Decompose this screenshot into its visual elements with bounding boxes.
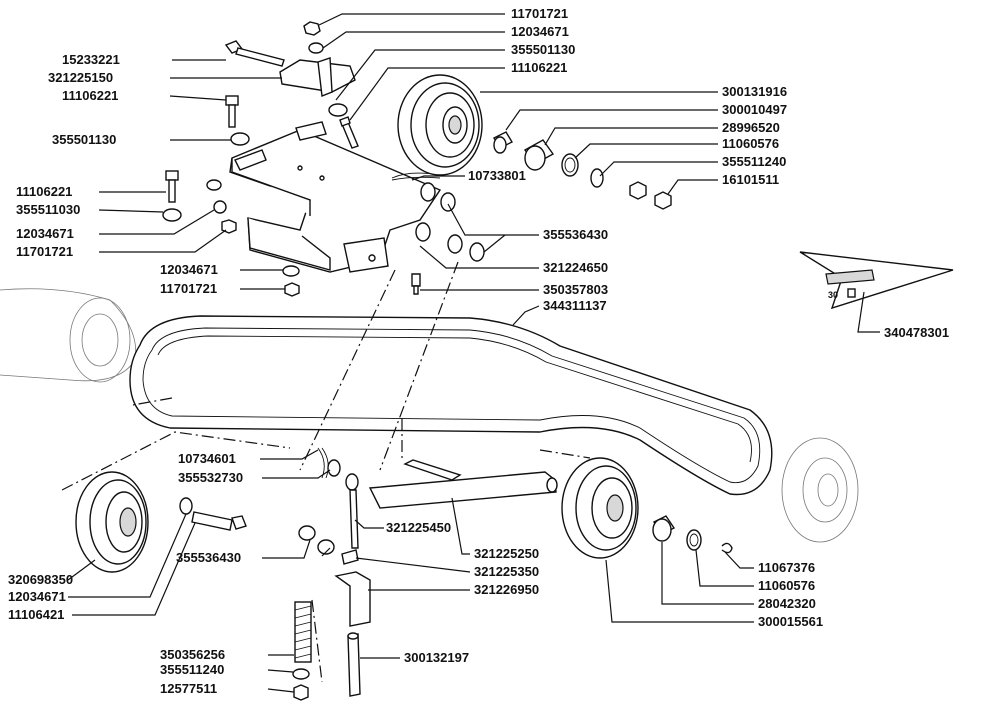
- label-11106221-mid: 11106221: [16, 184, 72, 199]
- label-11060576-low: 11060576: [758, 578, 815, 593]
- label-28042320: 28042320: [758, 596, 816, 611]
- label-12034671-top: 12034671: [511, 24, 569, 39]
- spacer-28042320: [652, 515, 676, 542]
- label-320698350: 320698350: [8, 572, 73, 587]
- label-350356256: 350356256: [160, 647, 225, 662]
- label-12034671-bottom: 12034671: [8, 589, 66, 604]
- tensioner-arm-321225250: [368, 459, 558, 509]
- bolt-11106221-top-right: [339, 116, 359, 149]
- spring-350356256: [294, 601, 312, 663]
- cotter-pin-10734601: [317, 447, 329, 479]
- label-16101511: 16101511: [722, 172, 779, 187]
- bolt-11106221-left: [225, 95, 239, 128]
- label-321224650: 321224650: [543, 260, 608, 275]
- label-355501130-top: 355501130: [511, 42, 575, 57]
- washer-355501130-left: [230, 132, 250, 146]
- washer-12034671-bottom: [179, 497, 193, 515]
- label-28996520: 28996520: [722, 120, 780, 135]
- bolt-15233221: [224, 40, 285, 67]
- background-pulley-right: [781, 437, 859, 543]
- label-11701721-mid: 11701721: [16, 244, 73, 259]
- bracket-321225150: [279, 57, 356, 97]
- label-10734601: 10734601: [178, 451, 236, 466]
- label-321225250: 321225250: [474, 546, 539, 561]
- label-340478301: 340478301: [884, 325, 949, 340]
- washers-355536430-low: [298, 525, 335, 555]
- label-11106221-left: 11106221: [62, 88, 118, 103]
- bolt-11106421: [191, 511, 247, 531]
- part-number-labels: 11701721 12034671 15233221 355501130 111…: [8, 6, 949, 696]
- label-355511240-low: 355511240: [160, 662, 224, 677]
- tool-marker: 30: [799, 251, 954, 310]
- tension-rod-321225450: [345, 473, 359, 549]
- label-300015561: 300015561: [758, 614, 823, 629]
- washer-355511240-low: [292, 668, 310, 680]
- pin-300132197: [347, 632, 361, 697]
- label-11701721-top: 11701721: [511, 6, 568, 21]
- label-344311137: 344311137: [543, 298, 607, 313]
- bushing-300010497: [493, 131, 513, 154]
- label-355511030: 355511030: [16, 202, 80, 217]
- label-11106221-top-right: 11106221: [511, 60, 567, 75]
- belt-344311137: [129, 315, 773, 496]
- label-12034671-low: 12034671: [160, 262, 218, 277]
- pulley-300131916: [397, 74, 483, 176]
- label-12034671-mid: 12034671: [16, 226, 74, 241]
- label-355501130-left: 355501130: [52, 132, 116, 147]
- washer-12034671-top: [308, 42, 324, 54]
- washer-355532730: [327, 459, 341, 477]
- bolt-11106221-mid: [165, 170, 179, 203]
- washer-ring-frame: [206, 179, 222, 191]
- label-300010497: 300010497: [722, 102, 787, 117]
- pulley-320698350: [75, 471, 149, 573]
- circlip-11067376: [721, 542, 733, 554]
- pulley-300015561: [561, 457, 639, 559]
- label-11106421: 11106421: [8, 607, 64, 622]
- label-321225450: 321225450: [386, 520, 451, 535]
- leader-lines: [67, 13, 880, 693]
- assembly-axis-lines: [61, 261, 591, 683]
- washer-12034671-low: [282, 265, 300, 277]
- washer-12034671-mid: [213, 200, 227, 214]
- nuts-16101511: [629, 181, 672, 210]
- background-machine-outline: [0, 288, 137, 383]
- label-350357803: 350357803: [543, 282, 608, 297]
- label-11060576-top: 11060576: [722, 136, 779, 151]
- spacer-28996520: [523, 139, 555, 171]
- grease-fitting-350357803: [411, 273, 421, 295]
- label-10733801: 10733801: [468, 168, 526, 183]
- label-300132197: 300132197: [404, 650, 469, 665]
- label-321225350: 321225350: [474, 564, 539, 579]
- nut-11701721-top: [303, 21, 321, 36]
- nut-11701721-low: [284, 282, 300, 297]
- frame-housing: [229, 121, 442, 273]
- label-300131916: 300131916: [722, 84, 787, 99]
- circlip-11060576-low: [686, 529, 702, 551]
- label-12577511: 12577511: [160, 681, 217, 696]
- washer-set-355536430-top: [415, 182, 485, 262]
- label-355532730: 355532730: [178, 470, 243, 485]
- bracket-321226950: [334, 571, 371, 627]
- nut-12577511: [293, 684, 309, 701]
- pin-321225350: [341, 549, 359, 565]
- label-355511240-top: 355511240: [722, 154, 786, 169]
- label-321225150: 321225150: [48, 70, 113, 85]
- label-11067376: 11067376: [758, 560, 815, 575]
- label-321226950: 321226950: [474, 582, 539, 597]
- label-11701721-low: 11701721: [160, 281, 217, 296]
- label-15233221: 15233221: [62, 52, 120, 67]
- label-355536430-low: 355536430: [176, 550, 241, 565]
- washer-355511030: [162, 208, 182, 222]
- washer-355501130-top: [328, 103, 348, 117]
- label-355536430-top: 355536430: [543, 227, 608, 242]
- tool-quantity-label: 30: [828, 290, 838, 300]
- washer-355511240-top: [590, 168, 604, 188]
- circlip-11060576-top: [561, 153, 579, 177]
